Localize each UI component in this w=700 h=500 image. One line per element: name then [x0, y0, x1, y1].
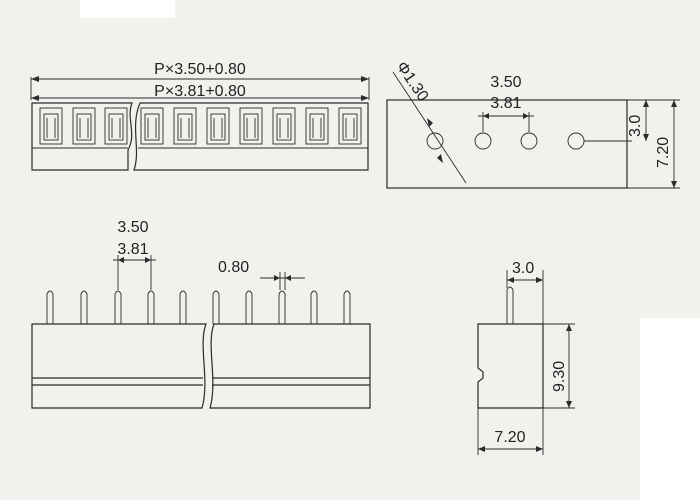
- front-body-left: [31, 323, 207, 409]
- front-pitch-b-label: 3.81: [117, 241, 148, 258]
- side-view: 3.0 9.30 7.20: [477, 260, 575, 455]
- front-view: 3.50 3.81 0.80: [31, 219, 371, 409]
- side-body: [477, 323, 544, 409]
- scan-white-patch-right: [640, 318, 700, 500]
- plan-pin-windows: [39, 107, 362, 145]
- pin-width-label: 0.80: [218, 259, 249, 276]
- diameter-leader: [392, 71, 467, 184]
- hole-view-outline: [386, 99, 628, 189]
- plan-view: P×3.50+0.80 P×3.81+0.80: [30, 61, 370, 171]
- plan-body-right: [133, 102, 369, 171]
- side-height-label: 9.30: [551, 361, 568, 392]
- front-pins: [46, 290, 351, 324]
- pitch-a-label: P×3.50+0.80: [154, 61, 246, 78]
- hole-pitch-a-label: 3.50: [490, 74, 521, 91]
- plan-body-left: [31, 102, 133, 171]
- front-pitch-a-label: 3.50: [117, 219, 148, 236]
- overall-dimension-lines: [30, 76, 370, 101]
- side-depth-label: 7.20: [494, 429, 525, 446]
- hole-height-label: 7.20: [655, 137, 672, 168]
- hole-pitch-b-label: 3.81: [490, 95, 521, 112]
- side-pin-offset-label: 3.0: [512, 260, 534, 277]
- scan-white-patch: [80, 0, 175, 18]
- front-body-right: [209, 323, 371, 409]
- hole-small-offset-label: 3.0: [627, 115, 644, 137]
- pitch-b-label: P×3.81+0.80: [154, 83, 246, 100]
- side-pin: [506, 286, 514, 324]
